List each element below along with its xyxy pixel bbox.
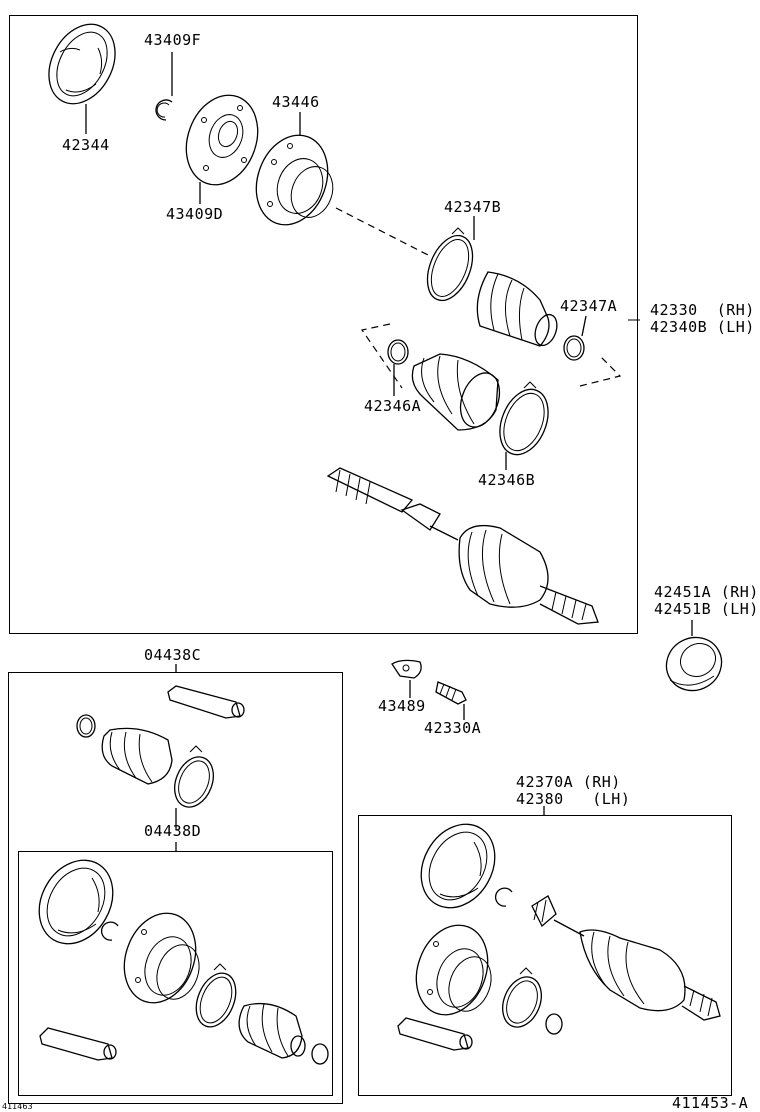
label-42330A: 42330A bbox=[424, 719, 482, 737]
label-04438D: 04438D bbox=[144, 822, 202, 840]
part-42347B-clamp bbox=[426, 216, 475, 302]
part-42344-dust-deflector bbox=[48, 23, 116, 134]
part-assy-deflector bbox=[420, 823, 496, 909]
figure-code: 411453-A bbox=[672, 1094, 749, 1112]
part-04438C-grease-tube bbox=[167, 664, 245, 719]
frame-drive-shaft-assembly bbox=[9, 15, 638, 634]
part-42347A-clamp bbox=[563, 315, 587, 361]
label-42370A: 42370A (RH) bbox=[516, 773, 621, 791]
label-43409F: 43409F bbox=[144, 31, 202, 49]
label-43446: 43446 bbox=[272, 93, 320, 111]
part-42330A-bolt bbox=[435, 681, 467, 720]
part-assy-clamp-large bbox=[502, 967, 542, 1028]
part-43446-cover bbox=[255, 112, 334, 226]
corner-code: 411463 bbox=[2, 1102, 33, 1111]
part-04438C-clamp-large bbox=[174, 745, 214, 808]
part-assy-shaft-joint bbox=[531, 895, 721, 1021]
part-drive-shaft bbox=[326, 467, 599, 625]
part-42451-bearing bbox=[665, 636, 723, 692]
part-assy-snap-ring bbox=[495, 887, 513, 907]
part-43489-clip bbox=[391, 659, 422, 698]
part-42346B-clamp bbox=[499, 381, 549, 470]
label-43489: 43489 bbox=[378, 697, 426, 715]
frame-outboard-joint-assembly bbox=[358, 815, 732, 1096]
part-outboard-boot bbox=[476, 271, 558, 347]
part-04438D-boot bbox=[238, 1002, 306, 1059]
label-42346B: 42346B bbox=[478, 471, 536, 489]
part-04438C-clamp-small bbox=[76, 714, 96, 738]
label-42347A: 42347A bbox=[560, 297, 618, 315]
part-04438D-deflector bbox=[38, 859, 114, 945]
part-assy-grease-tube bbox=[397, 1017, 473, 1051]
label-42346A: 42346A bbox=[364, 397, 422, 415]
part-inboard-boot bbox=[411, 353, 501, 431]
label-43409D: 43409D bbox=[166, 205, 224, 223]
label-42340B: 42340B (LH) bbox=[650, 318, 755, 336]
label-42451A: 42451A (RH) bbox=[654, 583, 759, 601]
label-42380: 42380 (LH) bbox=[516, 790, 631, 808]
part-assy-clamp-small bbox=[545, 1013, 563, 1035]
part-assy-cover bbox=[415, 924, 492, 1016]
part-04438D-cover bbox=[123, 912, 200, 1004]
label-42451B: 42451B (LH) bbox=[654, 600, 759, 618]
part-04438D-clamp-large bbox=[195, 963, 237, 1028]
part-04438D-clamp-small bbox=[311, 1043, 329, 1065]
part-04438D-grease-tube bbox=[39, 1027, 117, 1061]
part-04438D-snap-ring bbox=[101, 921, 119, 941]
part-04438C-boot bbox=[101, 727, 173, 785]
label-42347B: 42347B bbox=[444, 198, 502, 216]
frame-boot-kit-04438C bbox=[8, 672, 343, 1104]
label-42344: 42344 bbox=[62, 136, 110, 154]
part-42346A-clamp bbox=[387, 339, 409, 396]
label-04438C: 04438C bbox=[144, 646, 202, 664]
label-42330: 42330 (RH) bbox=[650, 301, 755, 319]
part-43409F-snap-ring bbox=[155, 52, 173, 121]
part-43409D-flange bbox=[185, 94, 259, 204]
